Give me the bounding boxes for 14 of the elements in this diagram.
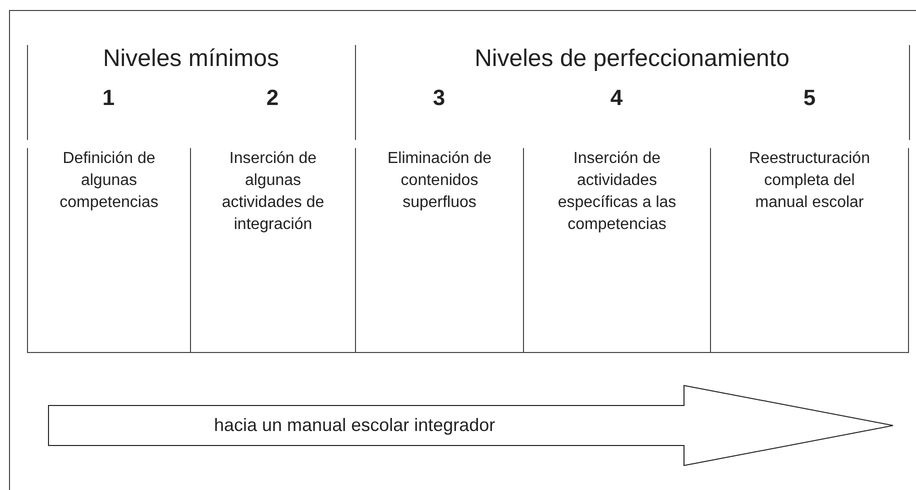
level-description: Reestructuración completa del manual escolar [748, 149, 871, 213]
group-heading: Niveles mínimos [102, 45, 280, 73]
group-heading: Niveles de perfeccionamiento [474, 45, 790, 73]
level-description: Inserción de actividades específicas a las competencias [556, 149, 678, 235]
level-number: 4 [610, 85, 623, 111]
level-number: 5 [803, 85, 816, 111]
level-description: Inserción de algunas actividades de integración [220, 149, 326, 235]
block-arrow [48, 385, 894, 466]
arrow-label: hacia un manual escolar integrador [214, 414, 496, 436]
level-number: 3 [432, 85, 446, 111]
level-description: Eliminación de contenidos superfluos [386, 149, 493, 213]
level-description: Definición de algunas competencias [58, 149, 160, 213]
level-number: 1 [102, 85, 115, 111]
level-number: 2 [266, 85, 279, 111]
